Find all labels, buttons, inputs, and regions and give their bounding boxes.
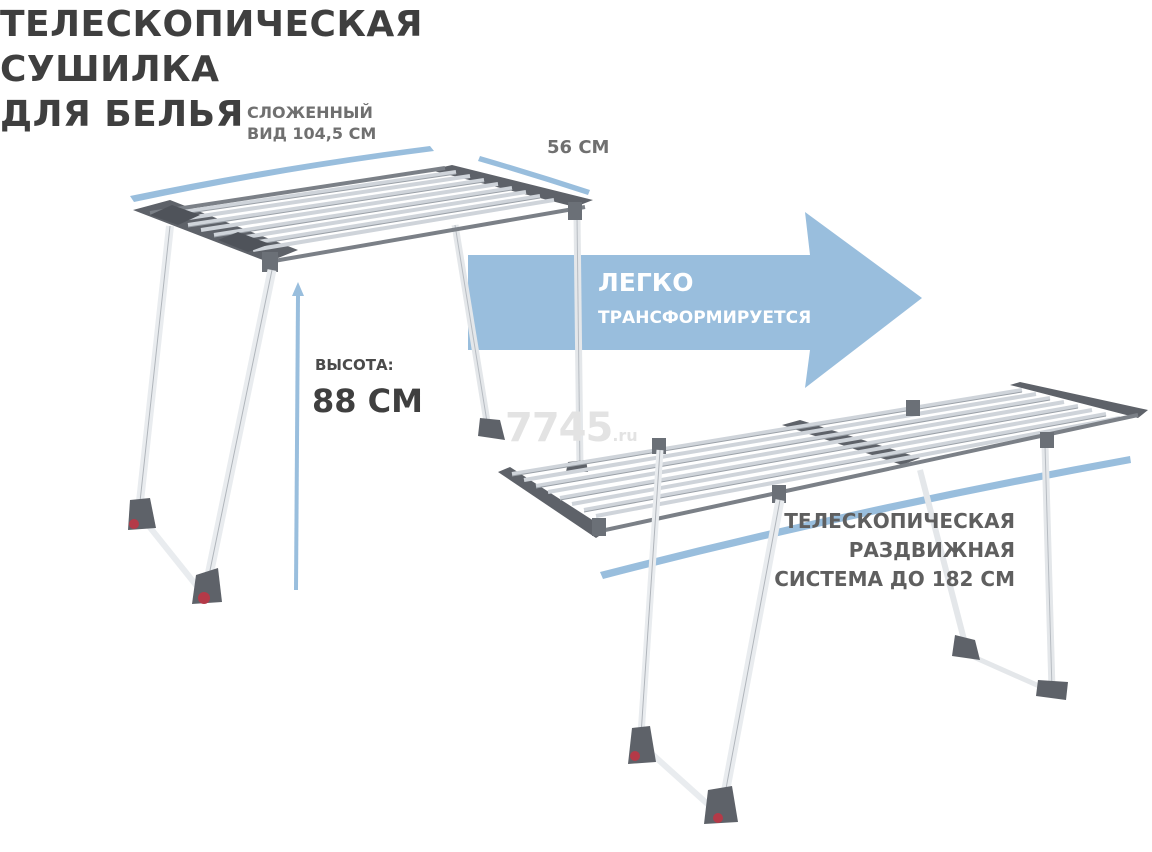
telescopic-label: ТЕЛЕСКОПИЧЕСКАЯ РАЗДВИЖНАЯ СИСТЕМА ДО 18…	[774, 507, 1015, 594]
folded-length-label: СЛОЖЕННЫЙ ВИД 104,5 СМ	[247, 102, 376, 144]
title-line: ДЛЯ БЕЛЬЯ	[0, 94, 244, 135]
title-line: ТЕЛЕСКОПИЧЕСКАЯ	[0, 4, 423, 45]
watermark-main: 7745	[505, 405, 613, 451]
watermark: 7745.ru	[505, 405, 638, 451]
telescopic-label-line: ТЕЛЕСКОПИЧЕСКАЯ	[784, 509, 1015, 533]
title-line: СУШИЛКА	[0, 49, 220, 90]
height-caption: ВЫСОТА:	[315, 356, 394, 374]
product-title: ТЕЛЕСКОПИЧЕСКАЯ СУШИЛКА ДЛЯ БЕЛЬЯ	[0, 2, 423, 137]
arrow-text-line2: ТРАНСФОРМИРУЕТСЯ	[598, 308, 812, 328]
big-arrow	[468, 212, 922, 388]
folded-label-line: СЛОЖЕННЫЙ	[247, 103, 373, 122]
watermark-suffix: .ru	[612, 426, 638, 445]
extended-dryer	[498, 382, 1148, 824]
telescopic-label-line: РАЗДВИЖНАЯ	[848, 538, 1015, 562]
arrow-text-line1: ЛЕГКО	[598, 268, 694, 297]
width-label: 56 СМ	[547, 137, 610, 158]
folded-label-line: ВИД 104,5 СМ	[247, 124, 377, 143]
dimension-lines	[130, 146, 1131, 590]
telescopic-label-line: СИСТЕМА ДО 182 СМ	[774, 567, 1015, 591]
height-value: 88 СМ	[312, 382, 423, 420]
